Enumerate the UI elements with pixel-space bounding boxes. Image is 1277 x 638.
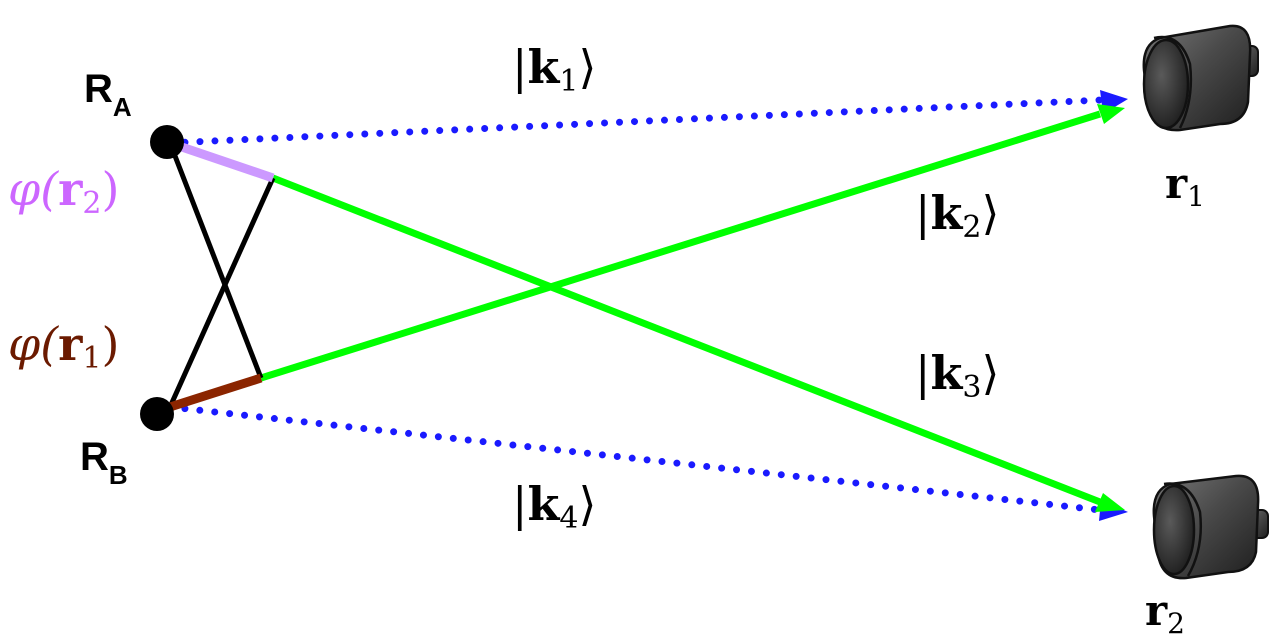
ket-label-k3: |k3⟩ [915, 346, 999, 405]
source-b-label: RB [80, 435, 128, 490]
phase-label-r1: φ(r1) [8, 317, 119, 376]
detector-label-r1: r1 [1165, 159, 1205, 213]
source-a-label: RA [84, 67, 132, 122]
path-k2 [259, 104, 1125, 382]
ket-label-k4: |k4⟩ [512, 477, 596, 536]
cross-line-b [167, 176, 276, 409]
path-k3 [271, 174, 1125, 512]
arrowhead-k2 [1097, 104, 1125, 124]
phase-label-r2: φ(r2) [8, 162, 119, 221]
arrowhead-k3 [1095, 493, 1125, 512]
path-k1 [166, 90, 1128, 147]
source-b-dot [140, 397, 174, 431]
phase-segment-r2 [168, 138, 275, 183]
detector-icon [1152, 474, 1269, 580]
ket-label-k1: |k1⟩ [512, 40, 596, 99]
source-a-dot [150, 125, 184, 159]
ket-label-k2: |k2⟩ [915, 186, 999, 245]
phase-segment-r1 [168, 373, 263, 412]
detector-label-r2: r2 [1145, 586, 1185, 638]
cross-line-a [167, 142, 264, 379]
path-k4 [166, 403, 1128, 521]
detector-icon [1142, 24, 1259, 132]
